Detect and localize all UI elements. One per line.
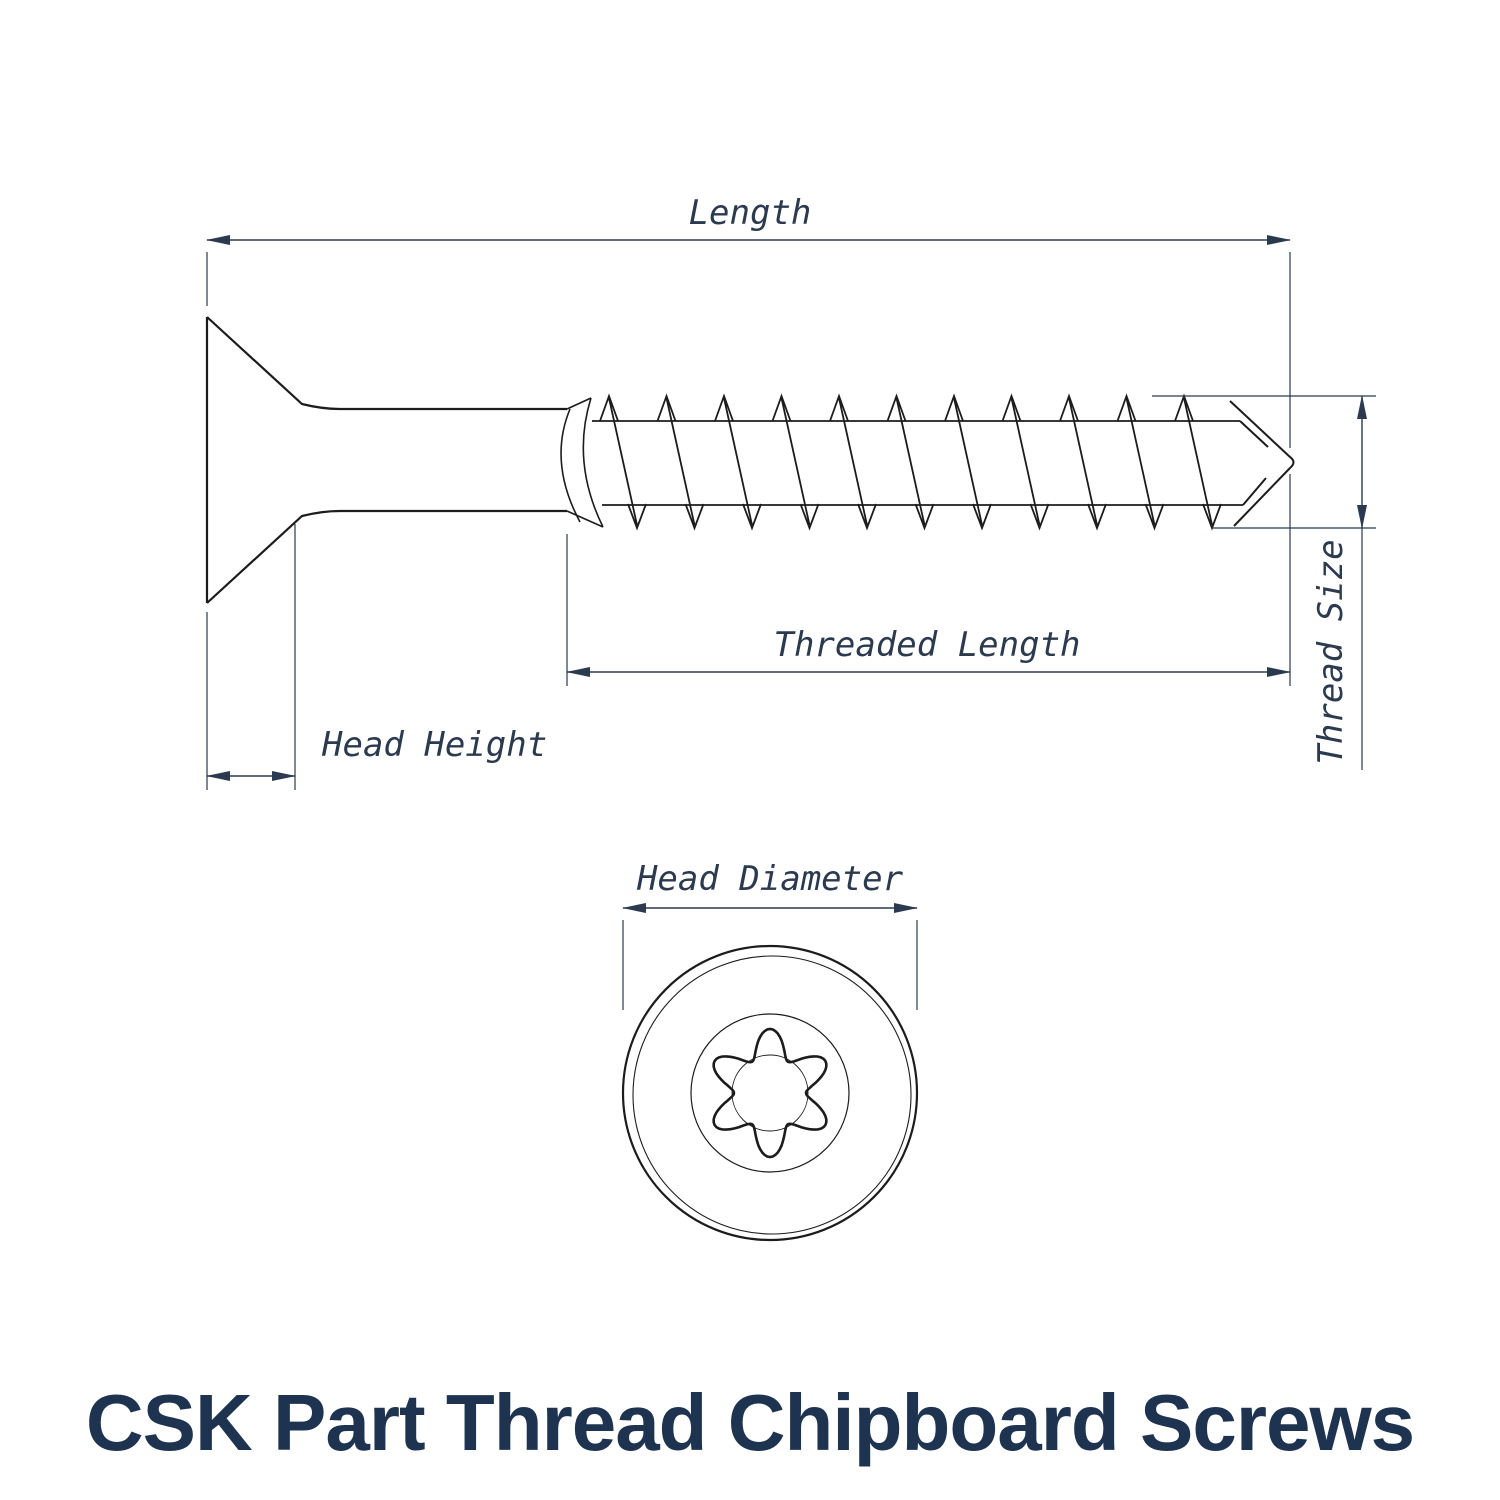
torx-recess (712, 1027, 828, 1159)
thread-teeth (599, 393, 1222, 531)
dim-head-diameter: Head Diameter (622, 859, 918, 1010)
dim-head-height: Head Height (206, 524, 547, 790)
dim-threaded-length-label: Threaded Length (773, 625, 1080, 665)
recess-inner-circle (731, 1054, 809, 1132)
dim-threaded-length: Threaded Length (566, 474, 1291, 686)
dim-head-diameter-extension-lines (622, 920, 918, 1010)
page-title: CSK Part Thread Chipboard Screws (85, 1378, 1415, 1467)
dim-length-extension-lines (206, 252, 1291, 448)
screw-side-view (205, 316, 1295, 604)
dim-head-height-extension-lines (206, 524, 296, 790)
thread-runout (560, 397, 604, 528)
head-chamfer-circle (632, 955, 912, 1235)
screw-tip (1229, 400, 1295, 527)
screw-head-profile (205, 316, 567, 604)
dim-thread-size-extension-lines (1152, 395, 1376, 770)
dim-thread-size-label: Thread Size (1311, 539, 1351, 764)
screw-top-view (621, 944, 919, 1242)
dim-thread-size: Thread Size (1152, 395, 1376, 770)
dim-head-diameter-label: Head Diameter (636, 859, 904, 899)
recess-boundary-circle (690, 1013, 850, 1173)
dim-head-height-label: Head Height (321, 725, 547, 765)
dim-threaded-length-extension-lines (566, 474, 1291, 686)
dim-length: Length (206, 193, 1291, 448)
dim-length-label: Length (689, 193, 812, 233)
head-outer-circle (621, 944, 919, 1242)
